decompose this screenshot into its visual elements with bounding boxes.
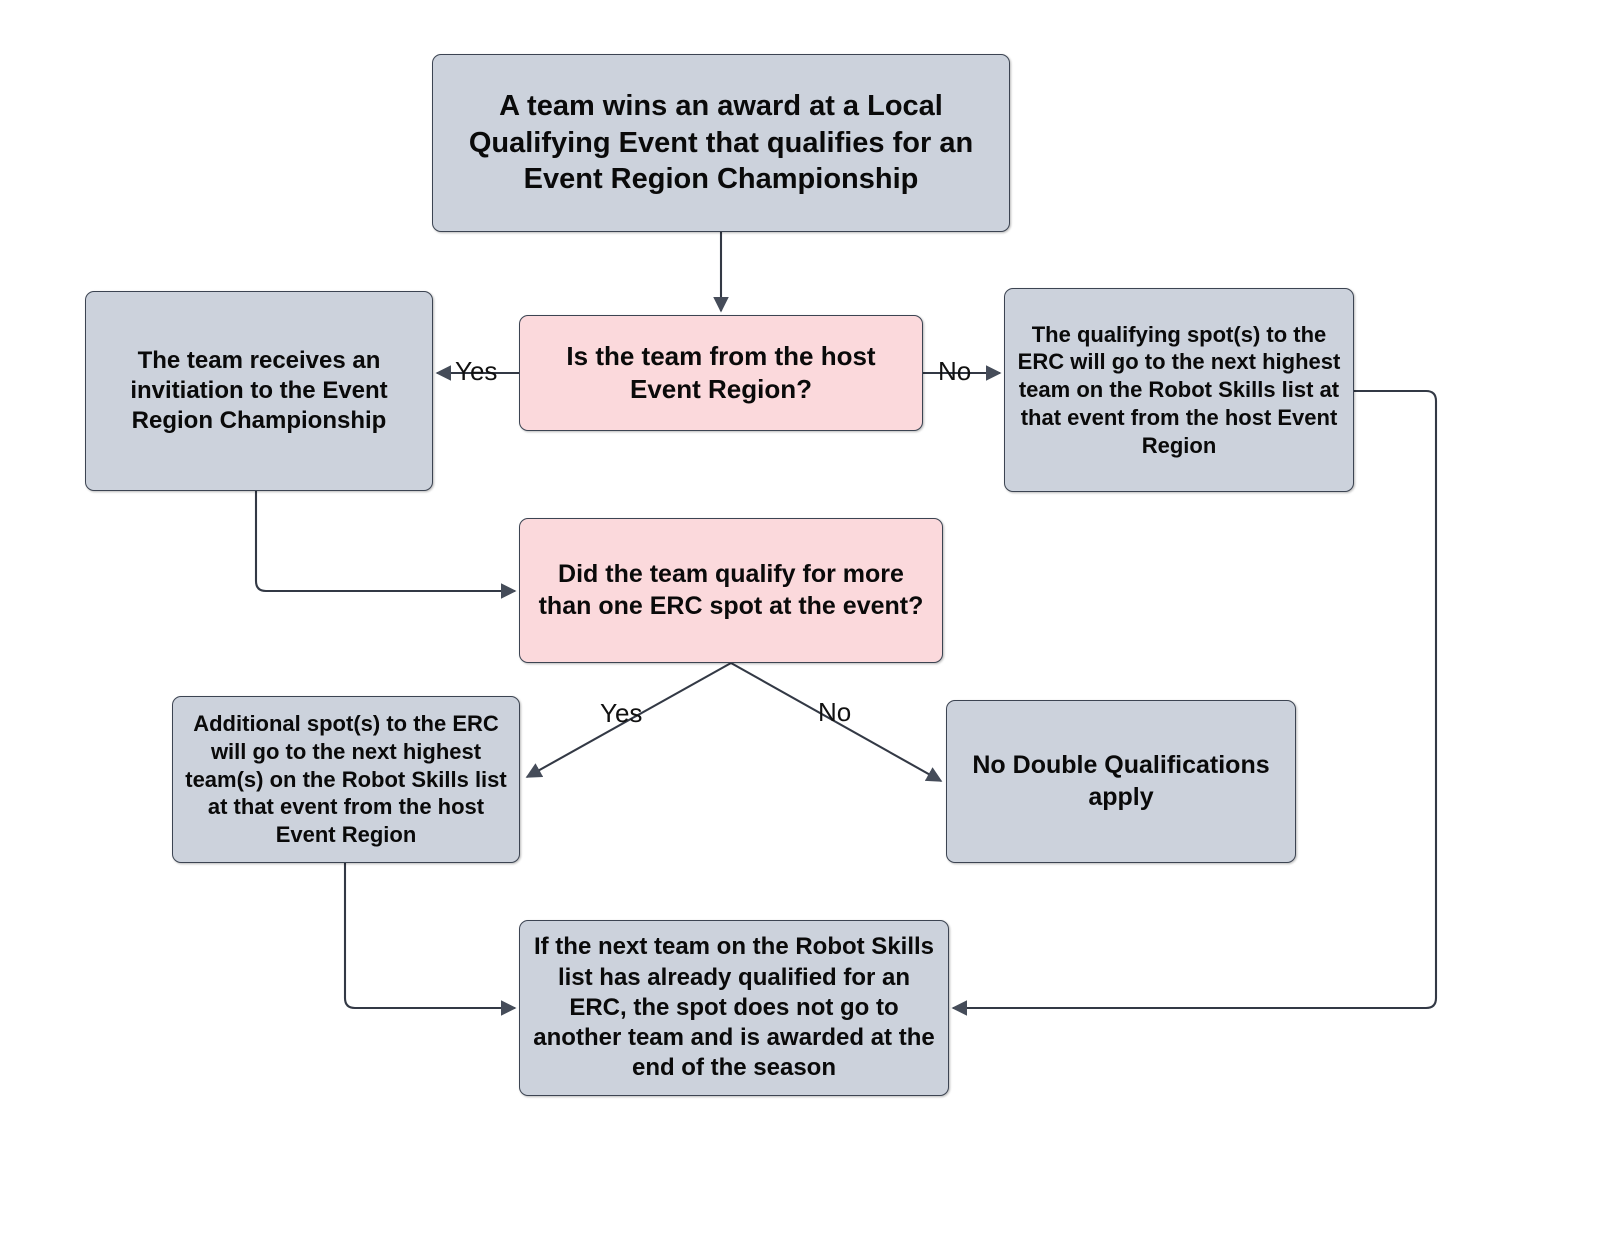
edge-label-q2-yes: Yes [600, 698, 643, 728]
node-next-highest-team-label: The qualifying spot(s) to the ERC will g… [1017, 321, 1341, 458]
edge-label-q1-no: No [938, 356, 972, 386]
edge-additional-to-bottom [343, 863, 517, 1016]
node-start-label: A team wins an award at a Local Qualifyi… [468, 90, 974, 196]
edge-invitation-to-q2 [254, 491, 517, 599]
node-additional-spots-label: Additional spot(s) to the ERC will go to… [185, 711, 507, 848]
node-question-more-than-one-spot-label: Did the team qualify for more than one E… [538, 560, 924, 620]
node-no-double-qualifications[interactable]: No Double Qualifications apply [946, 700, 1296, 863]
node-start[interactable]: A team wins an award at a Local Qualifyi… [432, 54, 1010, 232]
node-additional-spots[interactable]: Additional spot(s) to the ERC will go to… [172, 696, 520, 863]
node-question-more-than-one-spot[interactable]: Did the team qualify for more than one E… [519, 518, 943, 663]
node-no-double-qualifications-label: No Double Qualifications apply [972, 751, 1270, 811]
node-question-host-region-label: Is the team from the host Event Region? [566, 341, 876, 404]
node-invitation[interactable]: The team receives an invitiation to the … [85, 291, 433, 491]
node-already-qualified-label: If the next team on the Robot Skills lis… [533, 933, 935, 1082]
node-invitation-label: The team receives an invitiation to the … [130, 346, 388, 435]
node-question-host-region[interactable]: Is the team from the host Event Region? [519, 315, 923, 431]
node-already-qualified[interactable]: If the next team on the Robot Skills lis… [519, 920, 949, 1096]
edge-label-q1-yes: Yes [455, 356, 498, 386]
node-next-highest-team[interactable]: The qualifying spot(s) to the ERC will g… [1004, 288, 1354, 492]
edge-label-q2-no: No [818, 697, 852, 727]
